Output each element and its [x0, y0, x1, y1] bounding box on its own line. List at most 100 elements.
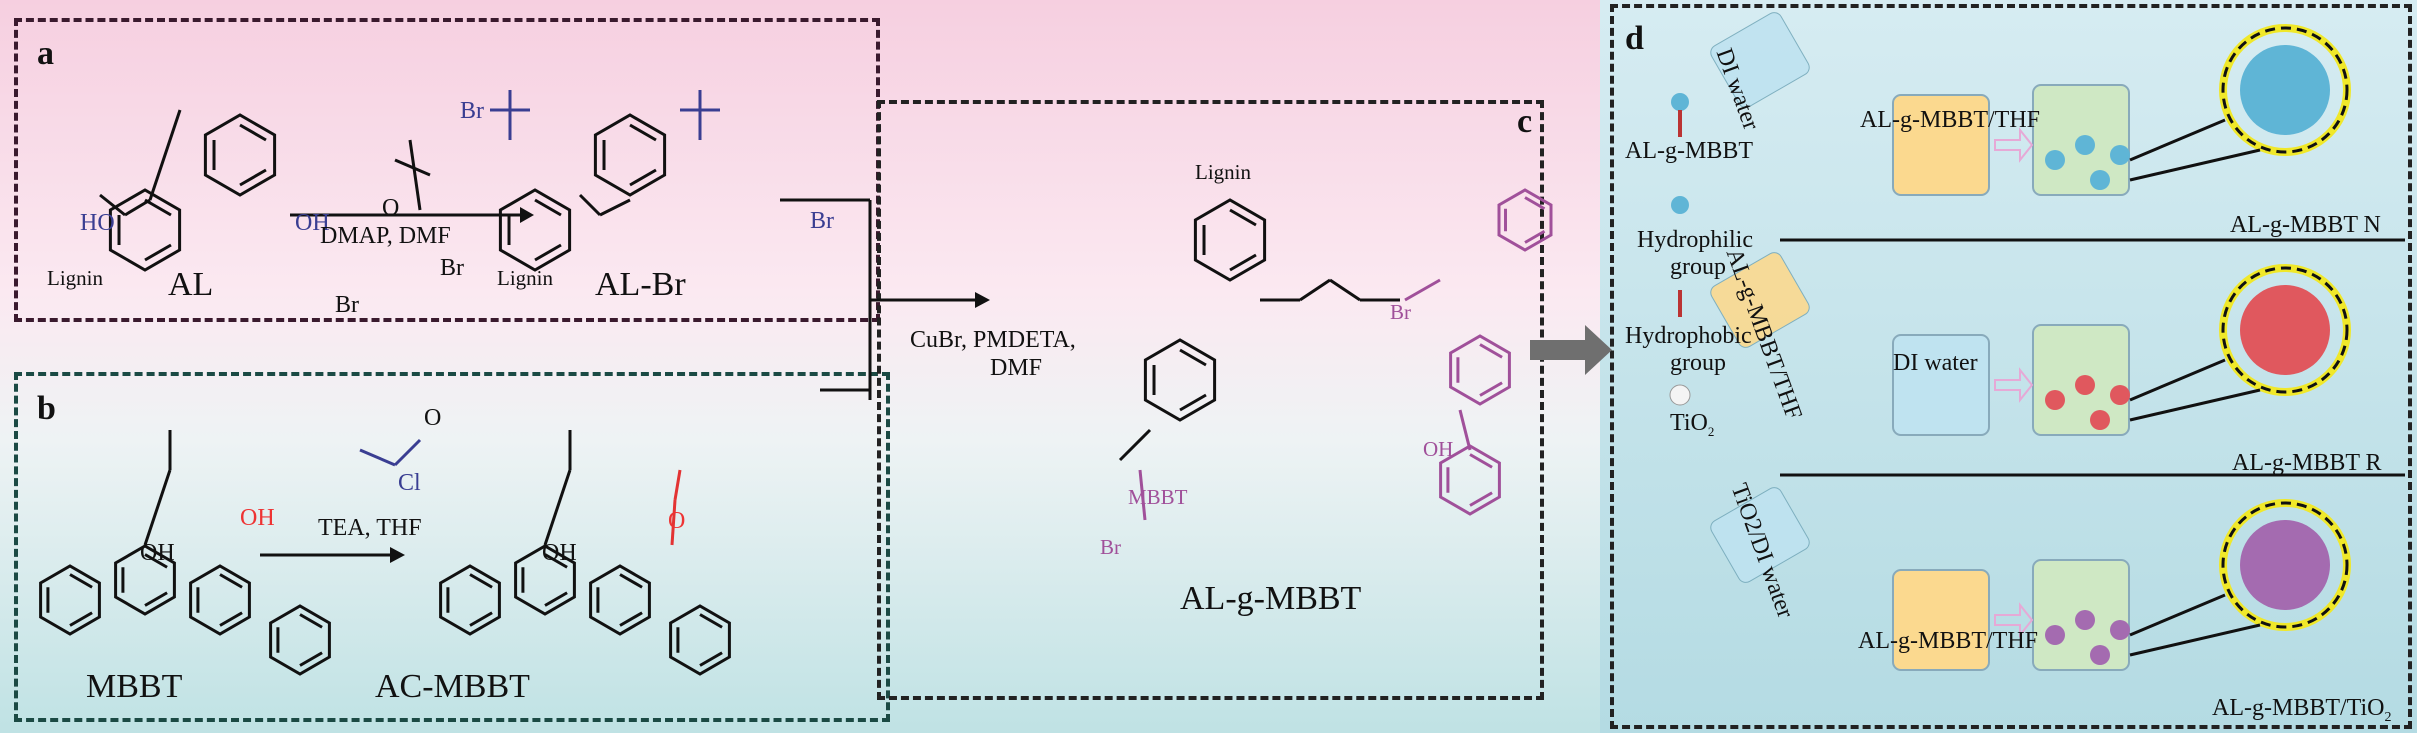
bond [1404, 278, 1441, 302]
nanoparticle [2090, 410, 2110, 430]
bond [359, 448, 396, 467]
oh-mbbt-2: OH [240, 505, 275, 531]
lignin-label-albr: Lignin [497, 266, 553, 290]
bond [1458, 409, 1472, 451]
nanoparticle [2075, 375, 2095, 395]
double-bond [144, 198, 172, 217]
tio2-particle-icon [1669, 384, 1691, 406]
double-bond [1179, 348, 1207, 367]
panel-c-box [877, 100, 1544, 700]
double-bond [299, 613, 323, 629]
zoom-line [2129, 148, 2261, 182]
oh-mbbt-1: OH [140, 540, 175, 566]
legend-hydrophilic-2: group [1670, 254, 1726, 280]
hydrophilic-group-icon [1671, 196, 1689, 214]
bond [673, 469, 682, 501]
aromatic-ring [114, 544, 176, 616]
mbbt-name: MBBT [86, 668, 183, 705]
legend-hydrophobic-1: Hydrophobic [1625, 323, 1752, 349]
bond [394, 158, 431, 177]
double-bond [69, 611, 93, 627]
br-label-c2: Br [1390, 300, 1411, 324]
lignin-ring-c [1193, 198, 1267, 282]
panel-c-label: c [1517, 103, 1533, 140]
pouring-beaker [1710, 252, 1810, 348]
double-bond [219, 611, 243, 627]
bond [670, 499, 677, 546]
bond [143, 469, 172, 546]
double-bond [1524, 229, 1546, 244]
double-bond [629, 168, 657, 187]
zoom-line [2129, 593, 2226, 637]
zoom-circle [2221, 266, 2349, 394]
result-label-row1: AL-g-MBBT N [2230, 212, 2381, 238]
double-bond [1179, 393, 1207, 412]
beaker-label-row3: AL-g-MBBT/THF [1858, 628, 2038, 654]
nanoparticle [2045, 625, 2065, 645]
double-bond [144, 591, 168, 607]
legend-tio2: TiO2 [1670, 410, 1714, 440]
o-acmbbt: O [668, 508, 686, 534]
oh-acmbbt: OH [542, 540, 577, 566]
beaker-label-row1: AL-g-MBBT/THF [1860, 107, 2040, 133]
aromatic-ring [589, 564, 651, 636]
conditions-c-1: CuBr, PMDETA, [910, 327, 1076, 353]
panel-b-label: b [37, 390, 56, 427]
double-bond [534, 243, 562, 262]
result-sub-row3: 2 [2384, 709, 2392, 725]
aromatic-ring [189, 564, 251, 636]
zoom-line [2129, 358, 2226, 402]
nanoparticle [2075, 610, 2095, 630]
mbbt-ring-c2 [1439, 444, 1501, 516]
aromatic-ring [669, 604, 731, 676]
pouring-beaker [1710, 12, 1810, 108]
bond [1138, 469, 1147, 521]
zoom-line [2129, 623, 2261, 657]
bond [578, 193, 602, 217]
nanoparticle-enlarged [2240, 285, 2330, 375]
zoom-line [2129, 118, 2226, 162]
flow-arrow [1994, 602, 2034, 638]
bond [124, 198, 151, 217]
al-g-mbbt-name: AL-g-MBBT [1180, 580, 1362, 617]
double-bond [619, 611, 643, 627]
tio2-text: TiO [1670, 410, 1708, 436]
bond [393, 438, 422, 467]
nanoparticle [2110, 385, 2130, 405]
legend-hydrophobic-2: group [1670, 350, 1726, 376]
double-bond [544, 591, 568, 607]
double-bond [1479, 381, 1503, 397]
bond [599, 198, 631, 217]
reagent-br2: Br [440, 255, 464, 281]
aromatic-ring [514, 544, 576, 616]
double-bond [144, 553, 168, 569]
legend-hydrophilic-1: Hydrophilic [1637, 227, 1753, 253]
guaiacyl-ring [203, 113, 277, 197]
mbbt-ring-c1 [1449, 334, 1511, 406]
result-text-row3: AL-g-MBBT/TiO [2212, 695, 2385, 721]
bond [543, 469, 572, 546]
double-bond [1524, 196, 1546, 211]
double-bond [469, 611, 493, 627]
benzotriazole-ring [1497, 188, 1553, 252]
ac-mbbt-name: AC-MBBT [375, 668, 530, 705]
solution-beaker [1892, 569, 1990, 671]
beaker-label-row2: DI water [1893, 350, 1978, 376]
aromatic-ring [439, 564, 501, 636]
aromatic-ring [269, 604, 331, 676]
nanoparticle [2110, 145, 2130, 165]
nanoparticle [2110, 620, 2130, 640]
bond [148, 109, 182, 201]
left-background [0, 0, 1600, 733]
bond [1299, 278, 1331, 302]
flow-arrow [1994, 127, 2034, 163]
double-bond [239, 123, 267, 142]
double-bond [1229, 253, 1257, 272]
lignin-label-al: Lignin [47, 266, 103, 290]
pouring-beaker [1710, 487, 1810, 583]
conditions-a: DMAP, DMF [320, 223, 451, 249]
hydrophilic-head-icon [1671, 93, 1689, 111]
nanoparticle-enlarged [2240, 45, 2330, 135]
syringyl-ring [108, 188, 182, 272]
